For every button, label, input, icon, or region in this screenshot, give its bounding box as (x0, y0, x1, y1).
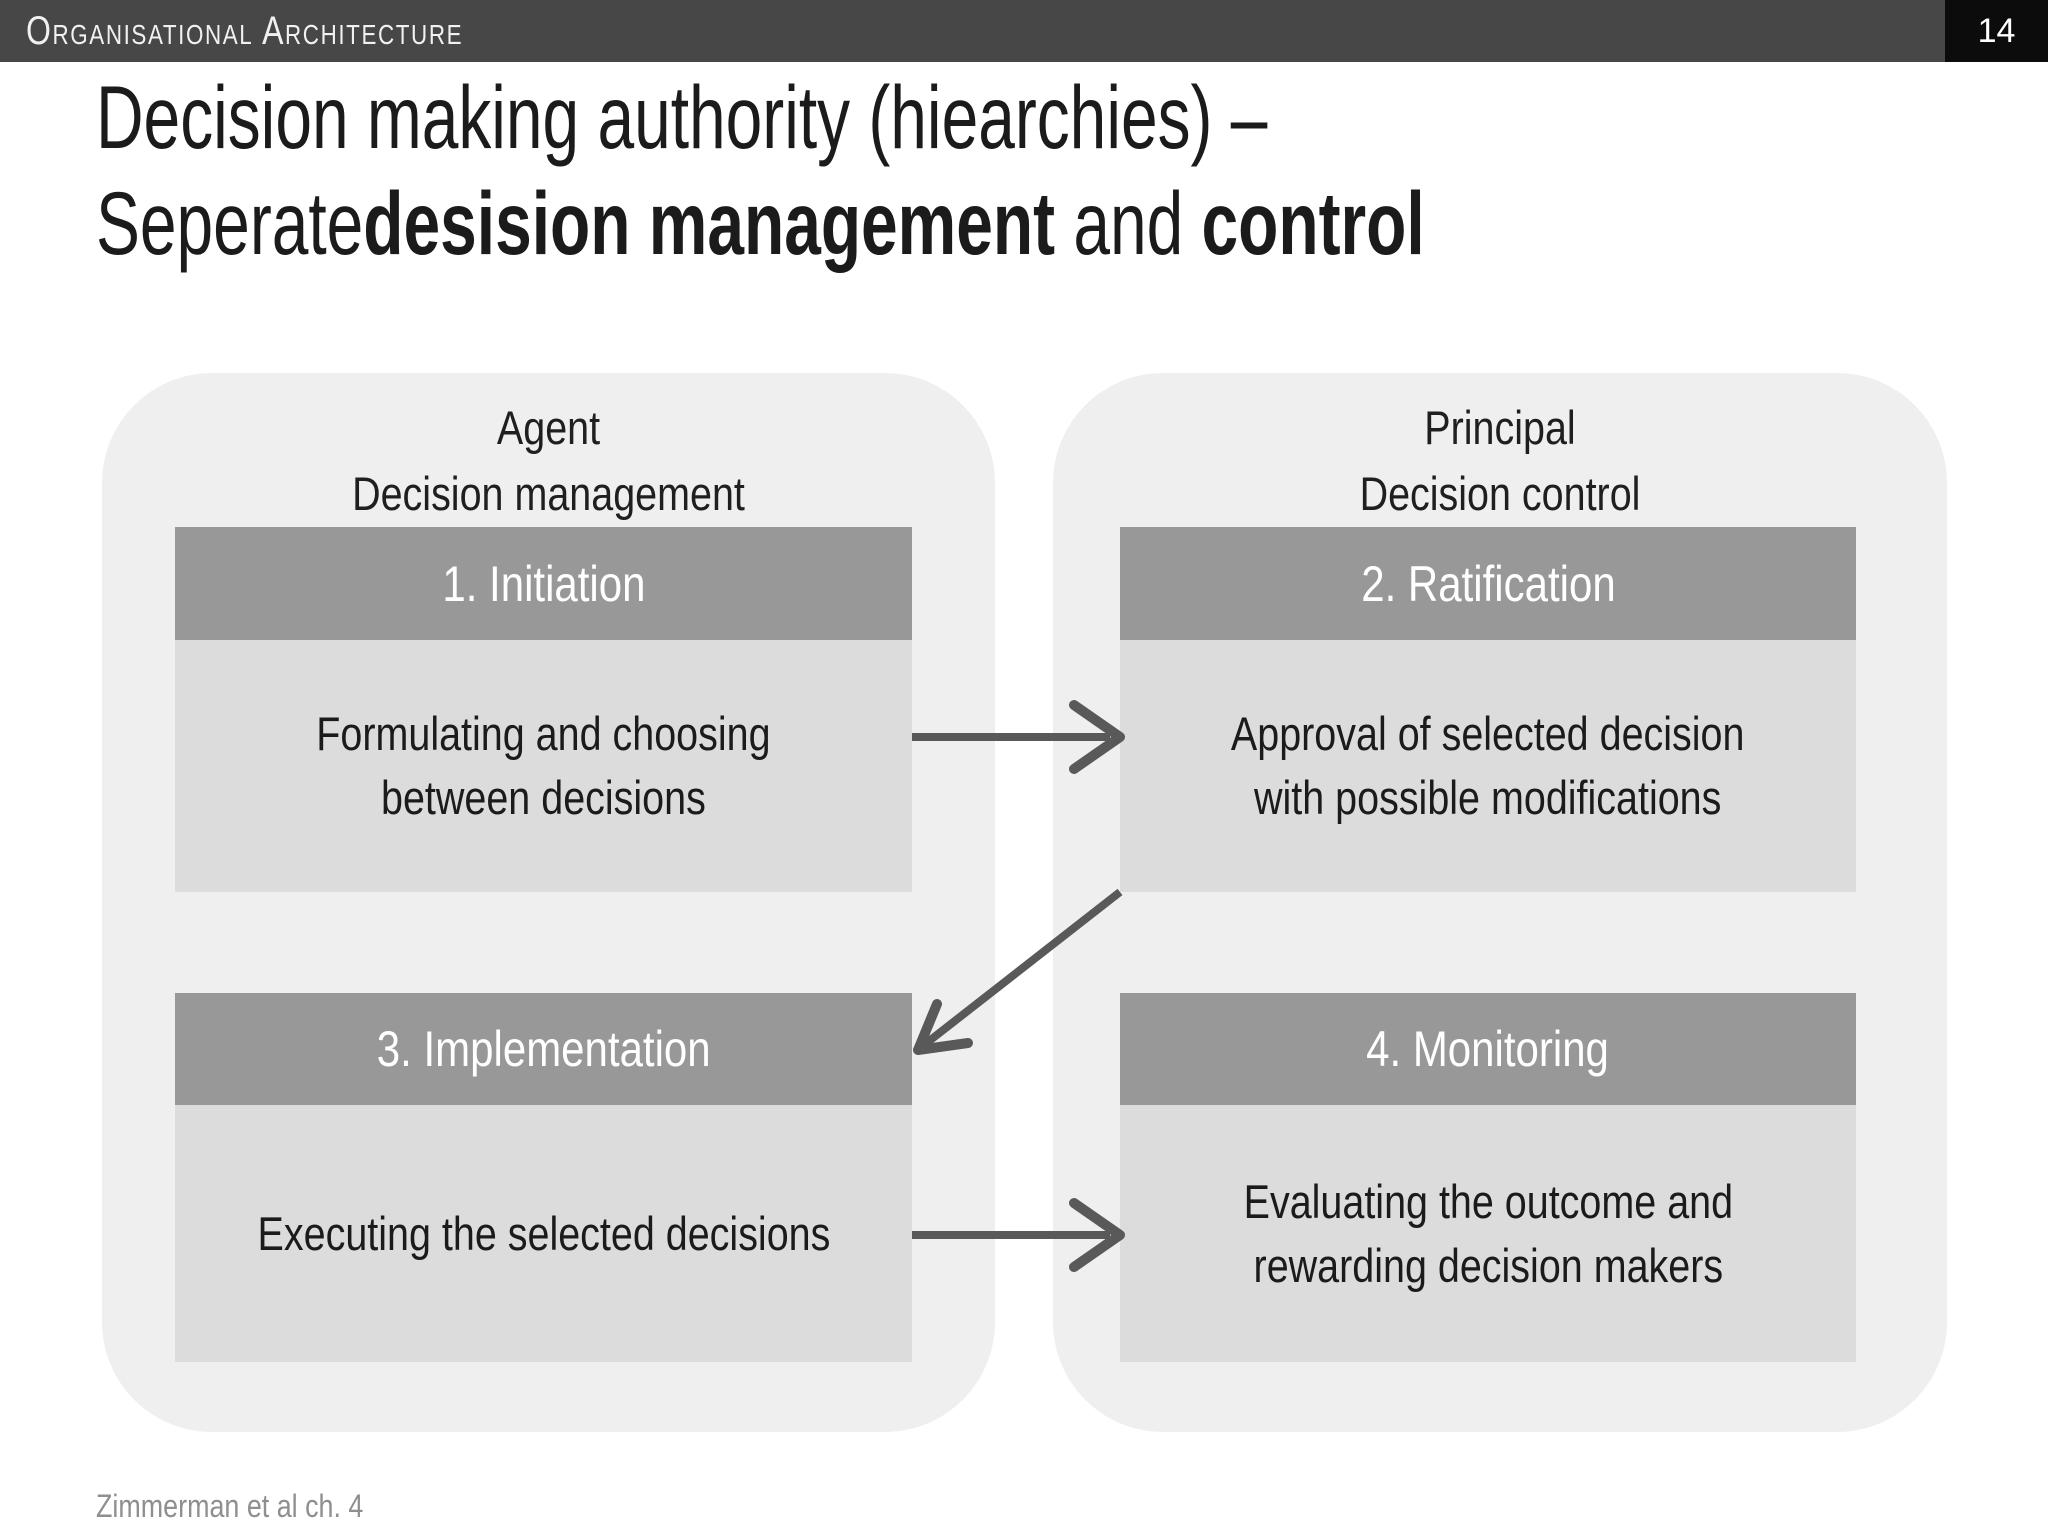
initiation-body: Formulating and choosing between decisio… (175, 640, 912, 892)
principal-role-label: Principal (1424, 401, 1576, 454)
implementation-body-text: Executing the selected decisions (257, 1206, 830, 1260)
ratification-header-label: 2. Ratification (1360, 555, 1616, 612)
title-segment-bold: desision management (363, 173, 1056, 273)
monitoring-body-text: Evaluating the outcome and rewarding dec… (1243, 1174, 1733, 1292)
agent-role-label: Agent (496, 401, 601, 454)
agent-column-title: Agent Decision management (102, 395, 995, 527)
monitoring-header: 4. Monitoring (1120, 993, 1856, 1105)
ratification-body: Approval of selected decision with possi… (1120, 640, 1856, 892)
monitoring-header-label: 4. Monitoring (1366, 1021, 1610, 1077)
slide-title-line1: Decision making authority (hiearchies) – (96, 67, 1268, 167)
title-segment-bold: control (1201, 173, 1425, 273)
initiation-body-text: Formulating and choosing between decisio… (316, 707, 771, 824)
footer-citation: Zimmerman et al ch. 4 (96, 1488, 364, 1524)
page-number: 14 (1977, 11, 2016, 50)
slide-title: Decision making authority (hiearchies) –… (96, 64, 1996, 276)
title-segment-regular: Seperate (96, 173, 364, 273)
ratification-body-text: Approval of selected decision with possi… (1231, 707, 1745, 824)
implementation-header-label: 3. Implementation (376, 1021, 711, 1077)
title-segment-regular: and (1055, 173, 1202, 273)
initiation-header: 1. Initiation (175, 527, 912, 640)
principal-column-title: Principal Decision control (1053, 395, 1947, 527)
agent-subtitle-label: Decision management (352, 467, 745, 520)
implementation-header: 3. Implementation (175, 993, 912, 1105)
principal-subtitle-label: Decision control (1359, 467, 1641, 520)
ratification-header: 2. Ratification (1120, 527, 1856, 640)
slide-section-title: Organisational Architecture (26, 8, 464, 53)
implementation-body: Executing the selected decisions (175, 1105, 912, 1362)
slide-title-line2: Seperatedesision management and control (96, 170, 1502, 276)
initiation-header-label: 1. Initiation (441, 555, 646, 612)
monitoring-body: Evaluating the outcome and rewarding dec… (1120, 1105, 1856, 1362)
slide-header-bar: Organisational Architecture (0, 0, 1945, 62)
page-number-box: 14 (1945, 0, 2048, 62)
